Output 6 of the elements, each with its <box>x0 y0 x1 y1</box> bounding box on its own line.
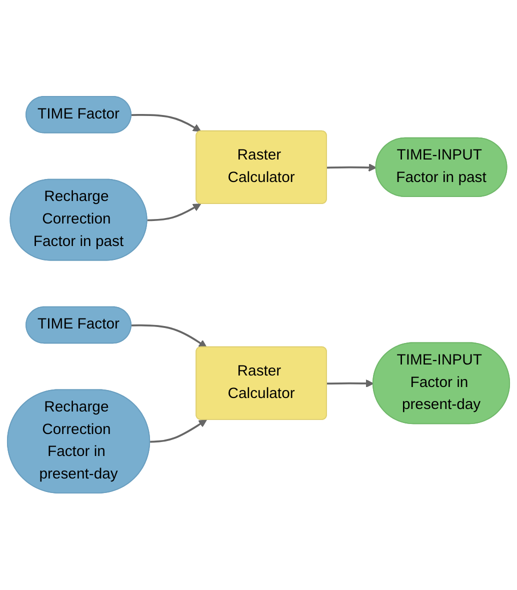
arrow <box>150 420 207 443</box>
arrow <box>131 324 207 348</box>
arrow <box>147 204 202 222</box>
arrow <box>131 114 202 132</box>
arrow <box>326 380 374 388</box>
arrow <box>326 164 377 172</box>
